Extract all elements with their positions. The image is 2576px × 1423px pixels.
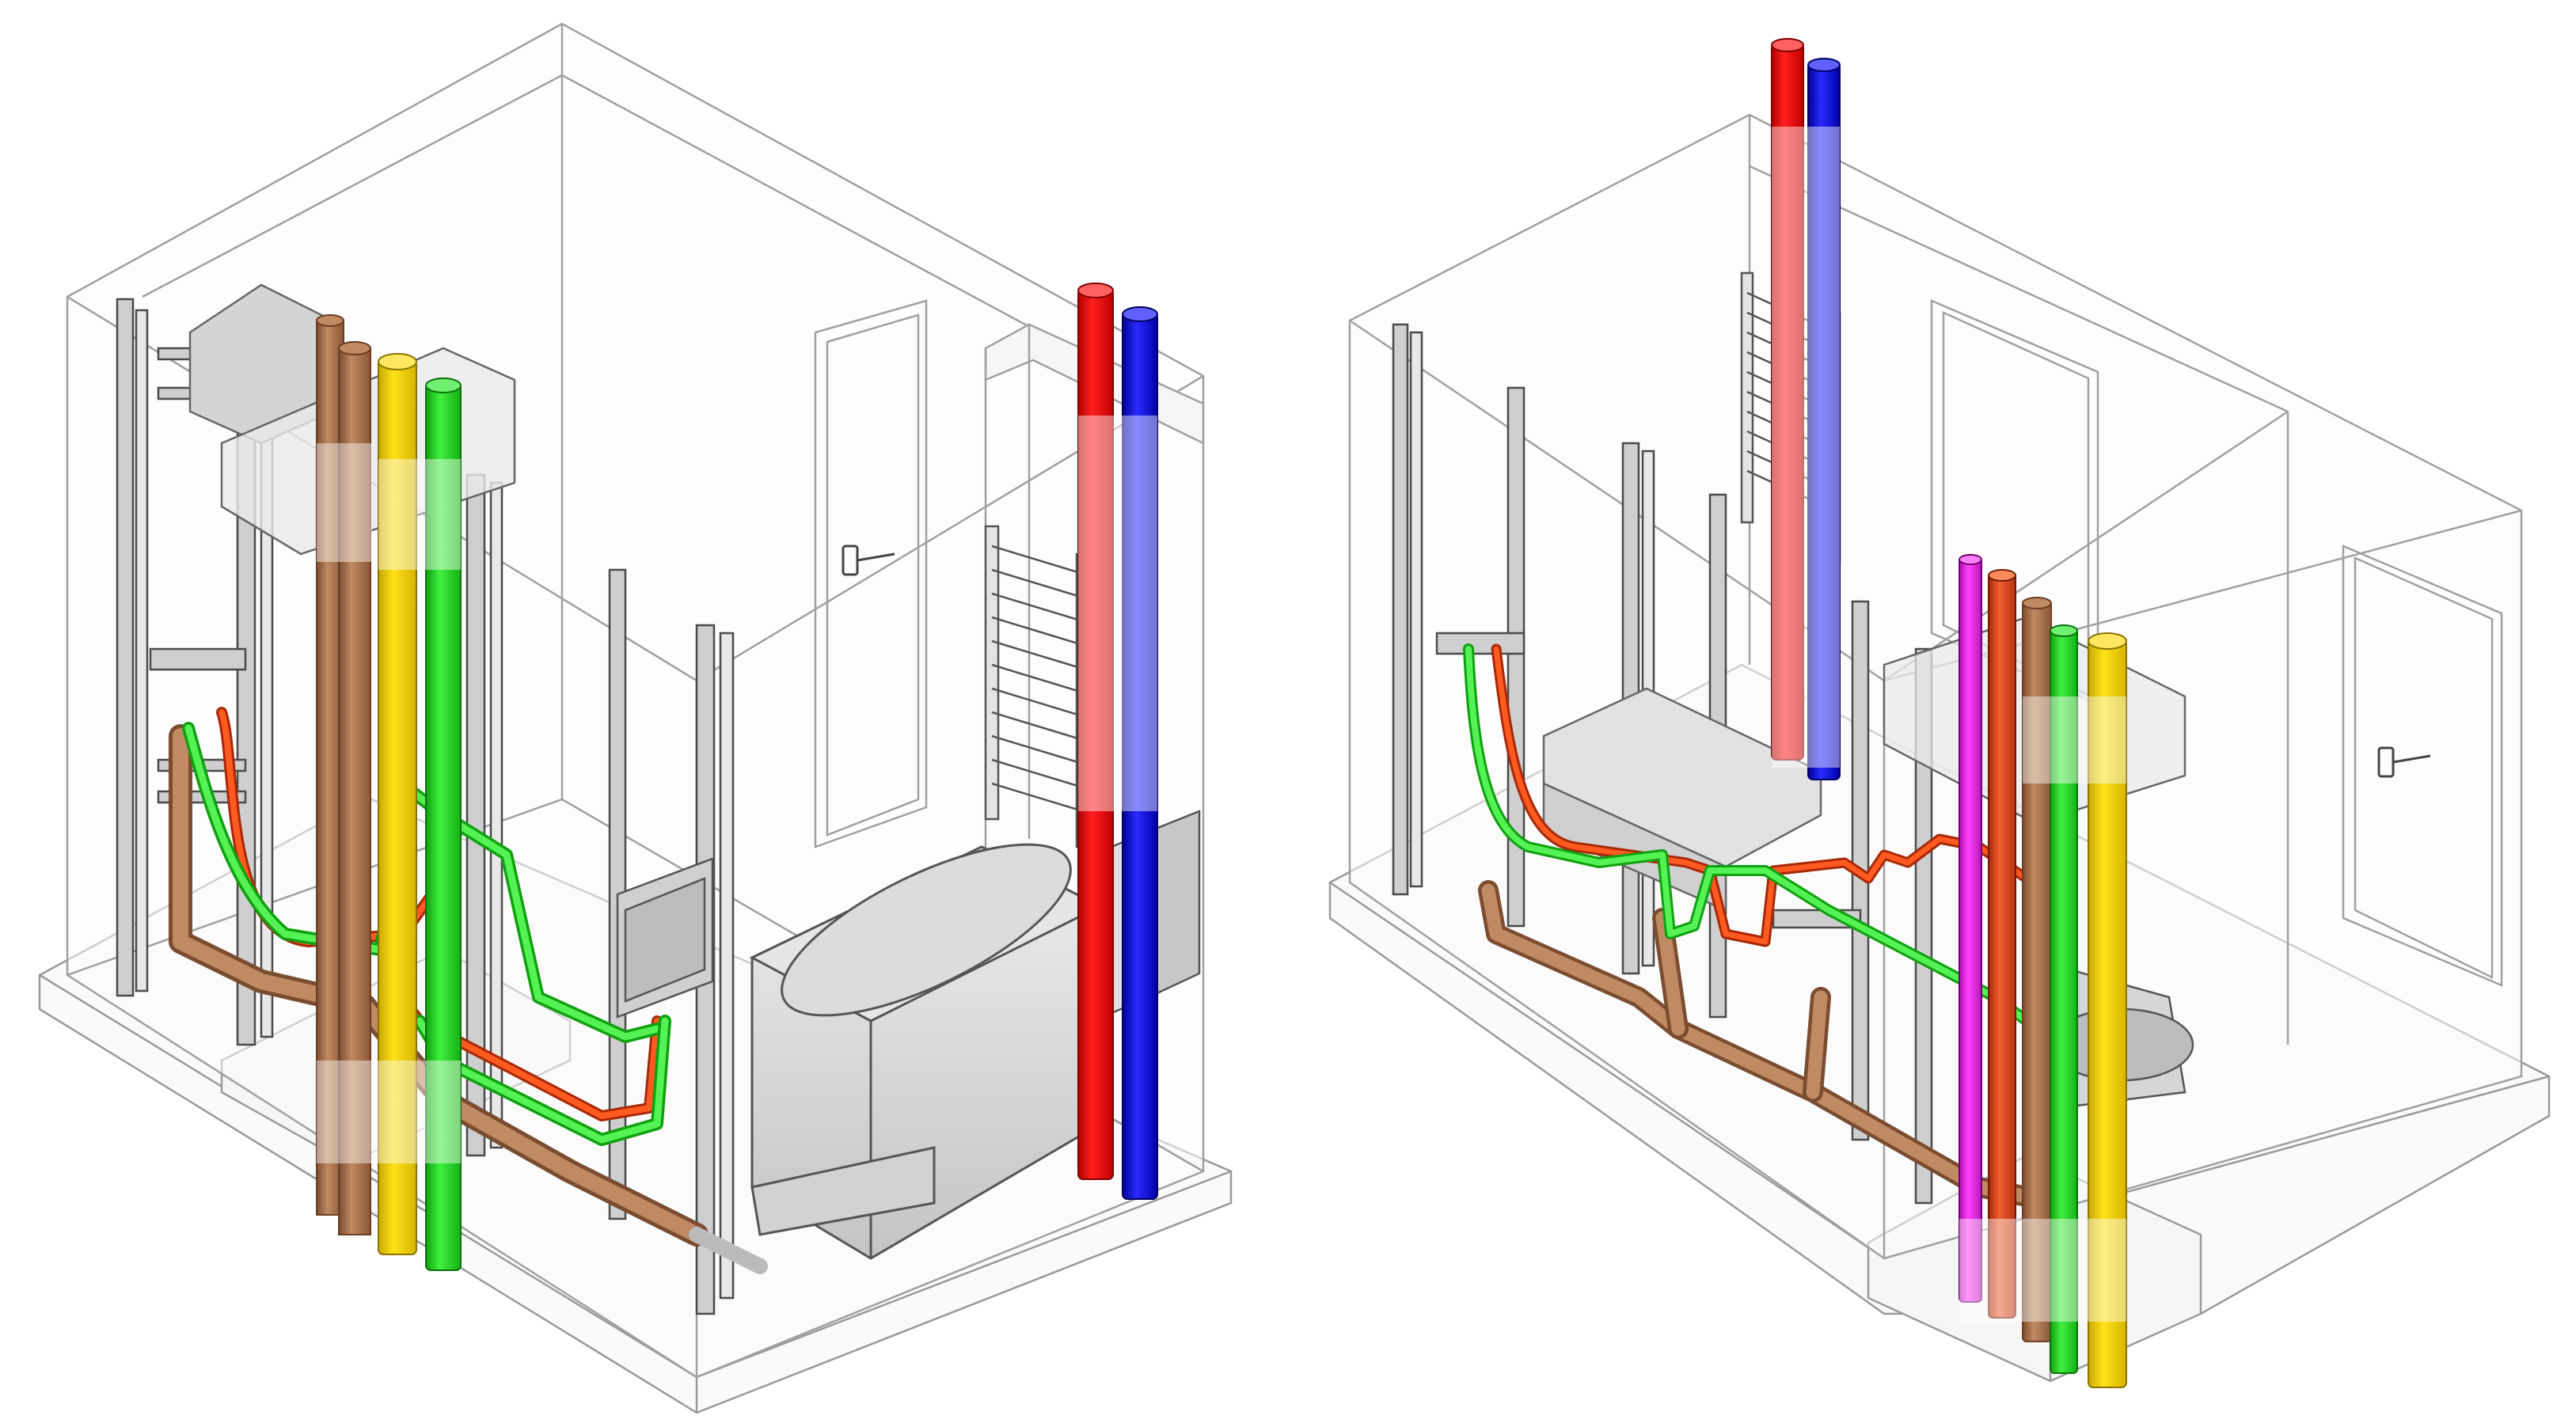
riser-green-left xyxy=(425,378,462,1271)
riser-magenta-right xyxy=(1959,554,1982,1303)
riser-glass-overlay-right xyxy=(1772,127,2126,1322)
riser-green-right xyxy=(2050,624,2078,1374)
water-pipes-right xyxy=(1463,643,2072,1026)
flush-actuator-panel xyxy=(616,857,714,1019)
bathtub xyxy=(749,843,1104,1260)
riser-orange-right xyxy=(1988,569,2016,1319)
door-handle-icon xyxy=(842,545,895,576)
riser-yellow-right xyxy=(2088,632,2127,1388)
riser-brown-left xyxy=(316,314,371,1235)
riser-glass-overlay-left xyxy=(317,416,1157,1163)
riser-blue-right xyxy=(1807,58,1841,780)
wash-basin xyxy=(1542,687,1822,912)
installation-frames-right xyxy=(1392,323,1933,1205)
isometric-view-right xyxy=(1328,38,2551,1388)
riser-red-right xyxy=(1771,38,1804,761)
riser-blue-left xyxy=(1122,306,1158,1200)
door-handle-icon xyxy=(2377,746,2431,778)
riser-yellow-left xyxy=(378,353,417,1255)
riser-red-left xyxy=(1077,283,1114,1180)
isometric-view-left xyxy=(38,22,1233,1414)
heating-pipes-right xyxy=(1491,643,2032,947)
